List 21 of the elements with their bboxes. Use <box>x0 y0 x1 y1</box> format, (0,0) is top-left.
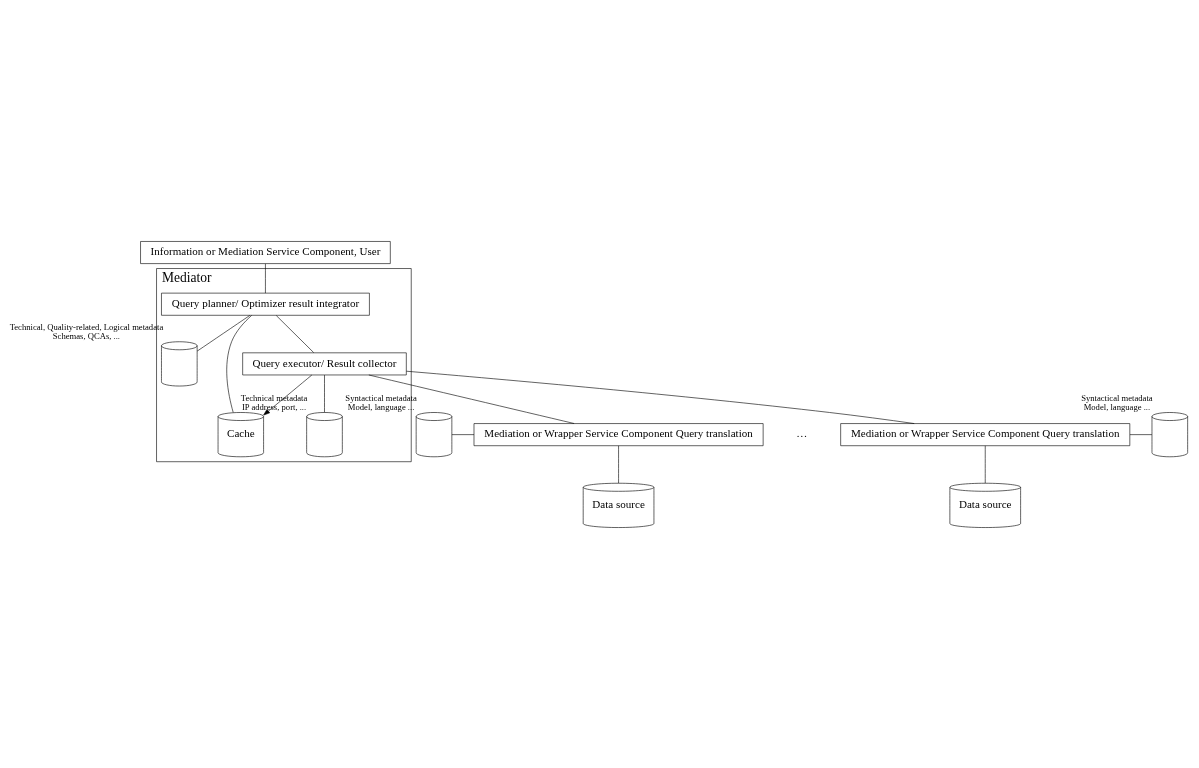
arrow <box>263 374 313 415</box>
node-label: IP address, port, ... <box>241 401 307 412</box>
node-label: Syntactical metadata <box>1081 392 1153 403</box>
connector <box>368 374 575 424</box>
node-label: Model, language ... <box>347 401 415 412</box>
connector <box>451 433 475 435</box>
node-box: Query planner/ Optimizer result integrator <box>161 292 370 316</box>
connector <box>196 314 251 351</box>
node-box: Information or Mediation Service Component, User <box>140 240 391 264</box>
node-box: Mediation or Wrapper Service Component Query translation <box>840 422 1131 446</box>
node-label: Technical metadata <box>240 392 308 403</box>
connector <box>226 314 253 413</box>
connector <box>275 314 315 353</box>
connector <box>324 374 325 413</box>
label: … <box>796 426 808 439</box>
node-label: Syntactical metadata <box>345 392 417 403</box>
connector <box>265 263 266 293</box>
node-box: Query executor/ Result collector <box>242 352 407 375</box>
connector <box>406 370 915 424</box>
node-box: Mediation or Wrapper Service Component Query translation <box>473 422 764 446</box>
node-label: Model, language ... <box>1083 401 1151 412</box>
